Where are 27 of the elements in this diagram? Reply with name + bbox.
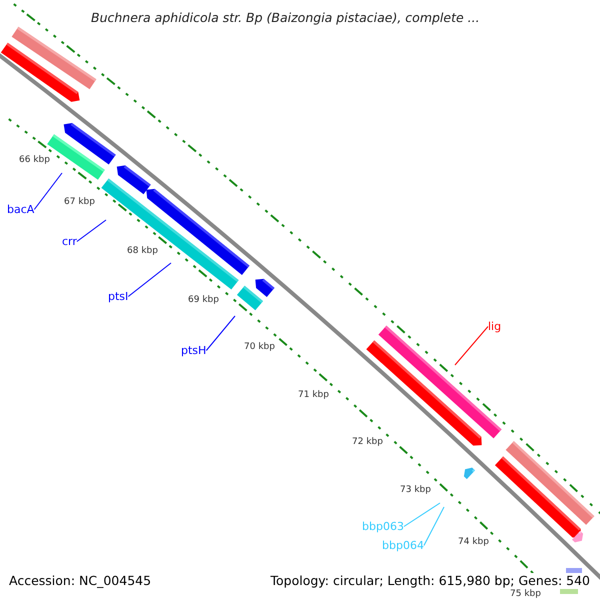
gene-label: ptsH <box>181 344 206 357</box>
footer-text: Accession: NC_004545 <box>9 573 152 589</box>
title: Buchnera aphidicola str. Bp (Baizongia pistaciae), complete ... <box>91 9 480 27</box>
leader-line <box>423 506 444 546</box>
scale-label: 66 kbp <box>19 155 50 165</box>
gene-label: crr <box>62 235 77 248</box>
gene-label: bbp063 <box>362 520 404 533</box>
leader-line <box>403 502 440 527</box>
scale-label: 67 kbp <box>64 197 95 207</box>
leader-line <box>34 172 62 210</box>
scale-label: 73 kbp <box>400 485 431 495</box>
gene-label: ptsI <box>108 290 128 303</box>
leader-line <box>206 316 236 351</box>
scale-label: 75 kbp <box>510 589 541 599</box>
gene-label: bacA <box>7 203 34 216</box>
leader-line <box>454 326 488 366</box>
scale-label: 68 kbp <box>127 246 158 256</box>
scale-label: 74 kbp <box>458 537 489 547</box>
gene-label: bbp064 <box>382 539 424 552</box>
leader-line <box>128 262 172 297</box>
leader-line <box>76 220 106 242</box>
scale-label: 72 kbp <box>352 437 383 447</box>
scale-label: 70 kbp <box>244 342 275 352</box>
scale-label: 69 kbp <box>188 295 219 305</box>
scale-label: 71 kbp <box>298 390 329 400</box>
gene-label: lig <box>488 320 502 333</box>
footer-text: Topology: circular; Length: 615,980 bp; Genes: 540 <box>270 573 590 589</box>
